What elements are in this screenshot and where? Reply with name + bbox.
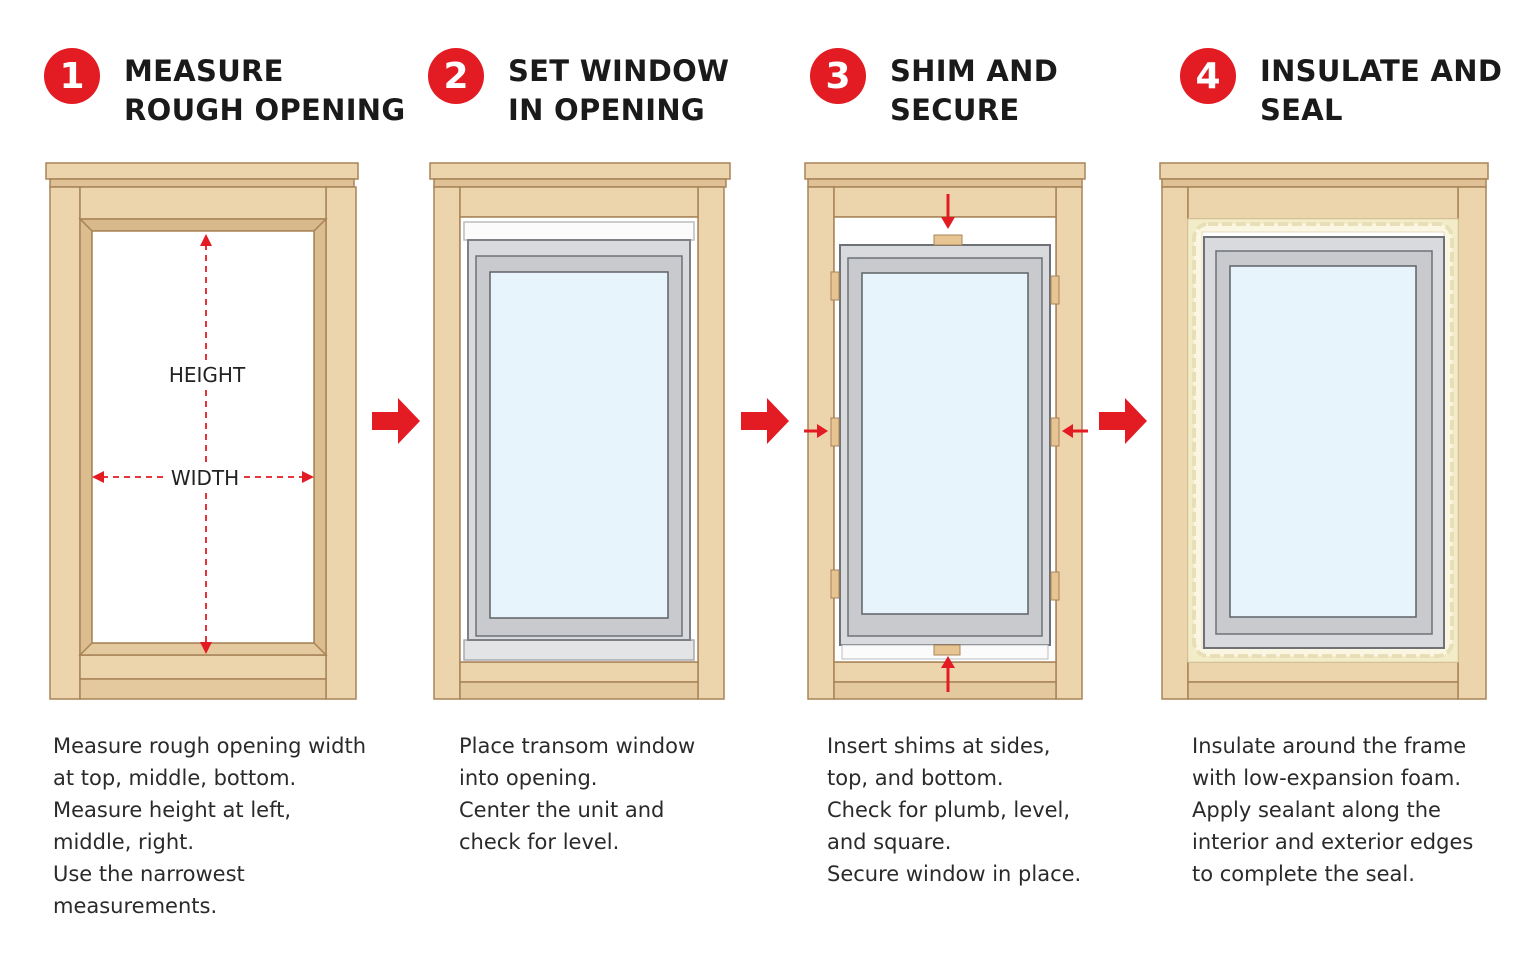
step-number-badge: 3	[810, 48, 866, 104]
insulate-seal-diagram	[1159, 162, 1489, 700]
window-unit	[839, 244, 1051, 646]
width-label: WIDTH	[171, 466, 239, 490]
shim-secure-diagram	[804, 162, 1088, 700]
shims	[830, 234, 1060, 656]
step-title: INSULATE AND SEAL	[1260, 54, 1503, 127]
window-unit	[1203, 236, 1445, 649]
step-title: SET WINDOW IN OPENING	[508, 54, 730, 127]
arrow-up-icon	[941, 656, 955, 692]
step-description: Insert shims at sides, top, and bottom. …	[827, 734, 1082, 886]
rough-opening-diagram: HEIGHT WIDTH	[45, 162, 359, 700]
arrow-left-icon	[1062, 424, 1088, 438]
step-description: Measure rough opening width at top, midd…	[53, 734, 367, 918]
step-1: 1 MEASURE ROUGH OPENING	[44, 0, 405, 960]
step-number-badge: 4	[1180, 48, 1236, 104]
step-title: SHIM AND SECURE	[890, 54, 1059, 127]
dimension-arrowheads	[92, 234, 314, 654]
step-3: 3 SHIM AND SECURE	[804, 0, 1104, 960]
arrow-right-icon	[372, 398, 420, 444]
step-description: Insulate around the frame with low-expan…	[1192, 734, 1474, 886]
arrow-right-icon	[804, 424, 828, 438]
step-title: MEASURE ROUGH OPENING	[124, 54, 406, 127]
set-window-diagram	[429, 162, 731, 700]
step-2: 2 SET WINDOW IN OPENING Place transom wi…	[428, 0, 738, 960]
arrow-right-icon	[741, 398, 789, 444]
step-description: Place transom window into opening. Cente…	[459, 734, 696, 854]
step-number-badge: 2	[428, 48, 484, 104]
step-number-badge: 1	[44, 48, 100, 104]
height-label: HEIGHT	[169, 363, 246, 387]
arrow-right-icon	[1099, 398, 1147, 444]
arrow-down-icon	[941, 194, 955, 229]
window-unit	[467, 239, 691, 641]
step-4: 4 INSULATE AND SEAL Insulate around the …	[1158, 0, 1502, 960]
